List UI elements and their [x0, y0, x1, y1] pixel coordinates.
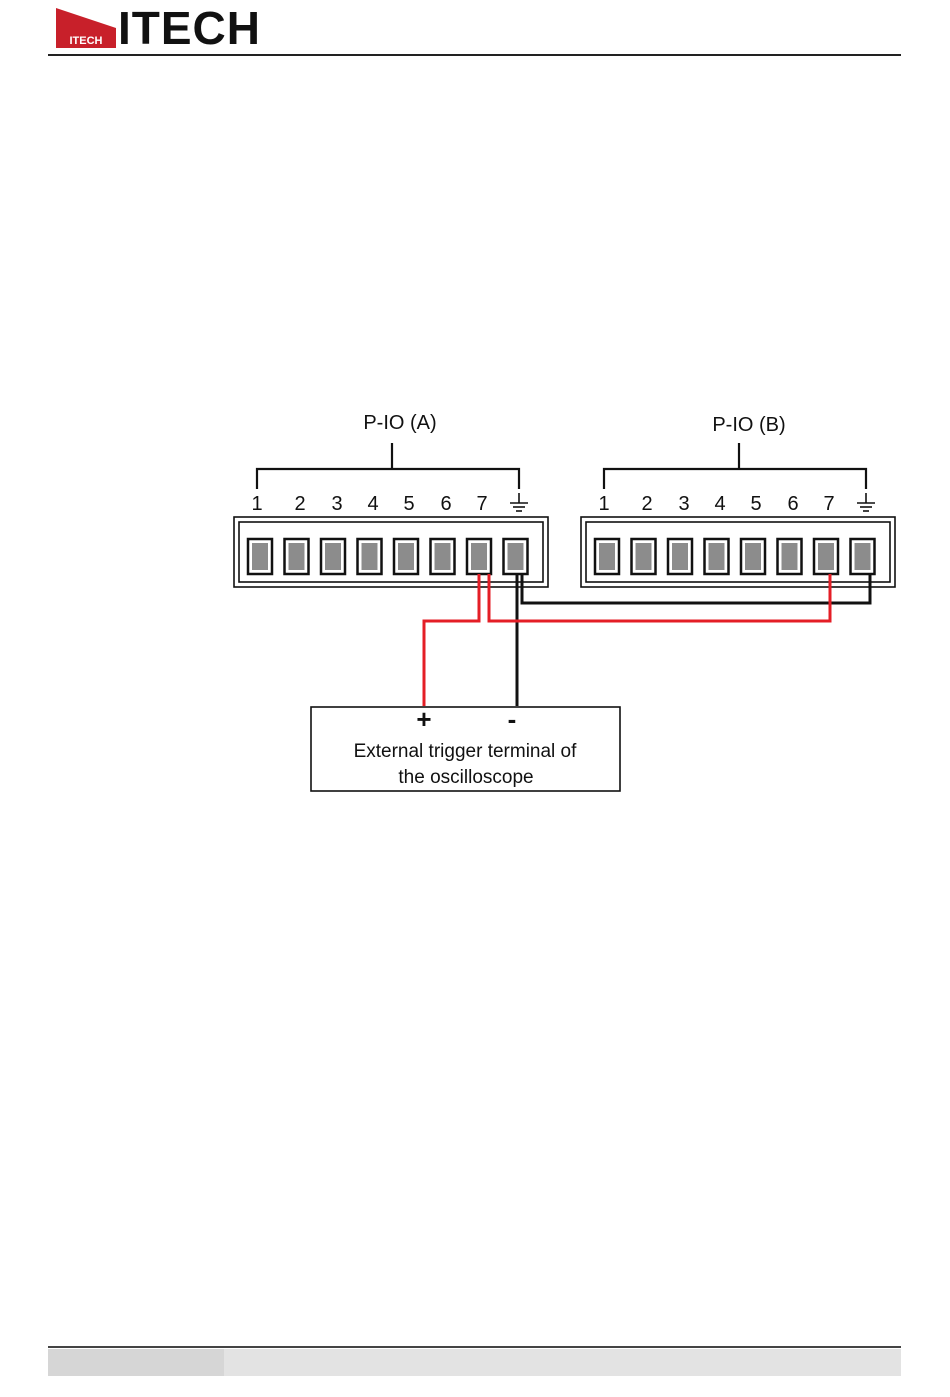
connector-b-housing: [581, 517, 895, 587]
connector-b-pin-labels: 1 2 3 4 5 6 7: [598, 493, 834, 515]
pin-socket-ground: [504, 539, 528, 574]
pin-label-2: 2: [294, 493, 305, 515]
connector-a-housing: [234, 517, 548, 587]
pin-label-1: 1: [251, 493, 262, 515]
pin-socket-3: [321, 539, 345, 574]
pin-label-7: 7: [476, 493, 487, 515]
signal-link-wire: [489, 574, 830, 621]
ground-icon: [510, 493, 528, 511]
terminal-plus: +: [416, 704, 431, 734]
pin-socket-ground: [851, 539, 875, 574]
pin-socket-2: [285, 539, 309, 574]
pin-label-5: 5: [403, 493, 414, 515]
footer-band-left: [48, 1349, 224, 1376]
pin-label-2: 2: [641, 493, 652, 515]
pin-label-6: 6: [440, 493, 451, 515]
terminal-label-line1: External trigger terminal of: [354, 741, 578, 762]
footer-band: [48, 1349, 901, 1376]
pin-socket-5: [394, 539, 418, 574]
pin-socket-2: [632, 539, 656, 574]
signal-trigger-wire: [424, 574, 479, 706]
connector-b-pins: [595, 539, 875, 574]
terminal-label-line2: the oscilloscope: [398, 767, 533, 788]
footer-rule: [48, 1346, 901, 1348]
pin-socket-6: [431, 539, 455, 574]
pin-socket-5: [741, 539, 765, 574]
pin-label-4: 4: [367, 493, 378, 515]
ground-link-wire: [522, 574, 870, 603]
pin-socket-4: [705, 539, 729, 574]
pin-label-1: 1: [598, 493, 609, 515]
connector-b-bracket: [604, 443, 866, 489]
pin-socket-1: [248, 539, 272, 574]
pin-label-4: 4: [714, 493, 725, 515]
pin-label-3: 3: [678, 493, 689, 515]
connector-a-pins: [248, 539, 528, 574]
pin-socket-6: [778, 539, 802, 574]
connector-a-bracket: [257, 443, 519, 489]
pin-label-7: 7: [823, 493, 834, 515]
pin-socket-3: [668, 539, 692, 574]
pin-socket-7: [467, 539, 491, 574]
pin-label-5: 5: [750, 493, 761, 515]
pin-socket-1: [595, 539, 619, 574]
ground-icon: [857, 493, 875, 511]
connector-a-pin-labels: 1 2 3 4 5 6 7: [251, 493, 487, 515]
terminal-minus: -: [508, 704, 517, 734]
pin-socket-7: [814, 539, 838, 574]
connector-a-title: P-IO (A): [363, 412, 436, 434]
pin-label-6: 6: [787, 493, 798, 515]
pin-label-3: 3: [331, 493, 342, 515]
connector-b-title: P-IO (B): [712, 414, 785, 436]
pin-socket-4: [358, 539, 382, 574]
